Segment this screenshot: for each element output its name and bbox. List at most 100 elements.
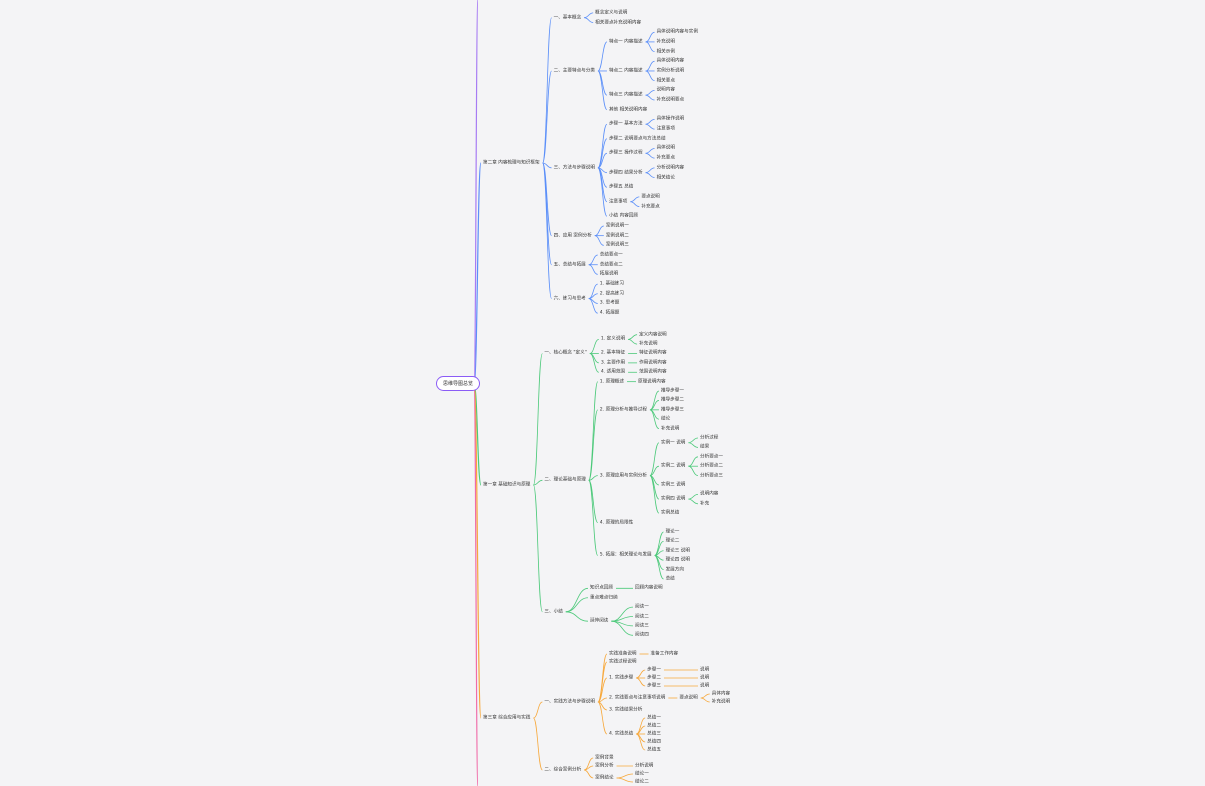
topic-node[interactable]: 一、基本概念 <box>553 14 582 20</box>
topic-node[interactable]: 3. 原理应用与实例分析 <box>599 472 647 478</box>
topic-node[interactable]: 阅读二 <box>635 613 649 619</box>
topic-node[interactable]: 说明内容 <box>656 87 675 93</box>
topic-node[interactable]: 二、主要特点与分类 <box>553 68 595 74</box>
topic-node[interactable]: 其他 相关说明内容 <box>608 106 648 112</box>
topic-node[interactable]: 知识点回顾 <box>590 585 613 591</box>
topic-node[interactable]: 1. 定义说明 <box>600 336 626 342</box>
branch-node[interactable]: 第三章 综合应用与实践 <box>483 715 531 721</box>
topic-node[interactable]: 总结要点一 <box>599 252 623 258</box>
topic-node[interactable]: 案例分析 <box>595 763 614 769</box>
topic-node[interactable]: 理论三 说明 <box>665 548 690 553</box>
topic-node[interactable]: 步骤二 说明要点与方法总结 <box>608 136 666 142</box>
topic-node[interactable]: 一、核心概念 "定义" <box>544 350 587 356</box>
topic-node[interactable]: 步骤五 总结 <box>608 184 634 190</box>
topic-node[interactable]: 步骤四 结果分析 <box>608 169 643 175</box>
topic-node[interactable]: 理论二 <box>665 538 680 544</box>
topic-node[interactable]: 三、方法与步骤说明 <box>553 165 595 171</box>
topic-node[interactable]: 具体说明内容 <box>656 58 685 64</box>
topic-node[interactable]: 补充说明要点 <box>656 97 685 103</box>
topic-node[interactable]: 实例总结 <box>660 510 680 516</box>
topic-node[interactable]: 4. 适用范围 <box>600 369 626 375</box>
topic-node[interactable]: 注意事项 <box>608 199 628 204</box>
topic-node[interactable]: 五、总结与拓展 <box>553 261 586 267</box>
topic-node[interactable]: 4. 拓展题 <box>599 310 620 316</box>
topic-node[interactable]: 准备工作内容 <box>650 651 679 657</box>
topic-node[interactable]: 补充 <box>700 501 710 507</box>
topic-node[interactable]: 2. 实践要点与注意事项说明 <box>608 695 666 701</box>
topic-node[interactable]: 结论一 <box>635 771 649 777</box>
topic-node[interactable]: 实例四 说明 <box>660 496 686 502</box>
topic-node[interactable]: 1. 基础练习 <box>599 281 624 287</box>
topic-node[interactable]: 阅读一 <box>635 604 649 610</box>
topic-node[interactable]: 1. 实践步骤 <box>608 675 634 681</box>
topic-node[interactable]: 回顾内容说明 <box>635 585 663 591</box>
topic-node[interactable]: 说明内容 <box>700 491 719 497</box>
topic-node[interactable]: 小结 内容回顾 <box>608 213 638 219</box>
topic-node[interactable]: 补充说明 <box>639 341 658 347</box>
topic-node[interactable]: 步骤一 基本方法 <box>608 121 643 127</box>
topic-node[interactable]: 说明 <box>700 683 710 689</box>
topic-node[interactable]: 要点说明 <box>641 194 660 200</box>
topic-node[interactable]: 具体操作说明 <box>656 116 685 122</box>
topic-node[interactable]: 实例一 说明 <box>660 439 686 445</box>
topic-node[interactable]: 1. 原理概述 <box>599 378 624 384</box>
topic-node[interactable]: 拓展说明 <box>599 271 619 277</box>
topic-node[interactable]: 定义内容说明 <box>639 331 667 337</box>
topic-node[interactable]: 实例三 说明 <box>660 482 686 488</box>
topic-node[interactable]: 2. 提高练习 <box>599 291 624 297</box>
topic-node[interactable]: 结论二 <box>635 779 649 785</box>
topic-node[interactable]: 特点一 内容描述 <box>608 39 643 45</box>
topic-node[interactable]: 补充说明 <box>711 699 731 705</box>
branch-node[interactable]: 第一章 基础知识与原理 <box>483 482 531 488</box>
topic-node[interactable]: 分析要点二 <box>700 463 723 469</box>
topic-node[interactable]: 四、应用 案例分析 <box>553 232 592 238</box>
topic-node[interactable]: 相关示例 <box>656 48 675 54</box>
topic-node[interactable]: 实例分析说明 <box>656 68 685 74</box>
topic-node[interactable]: 实例二 说明 <box>660 463 686 469</box>
topic-node[interactable]: 推导步骤一 <box>660 388 684 394</box>
topic-node[interactable]: 总结一 <box>647 715 661 721</box>
topic-node[interactable]: 相关要点补充说明内容 <box>595 19 642 25</box>
topic-node[interactable]: 原理说明内容 <box>637 378 666 384</box>
topic-node[interactable]: 步骤三 <box>647 683 661 689</box>
topic-node[interactable]: 4. 实践总结 <box>608 731 634 737</box>
topic-node[interactable]: 作用说明内容 <box>639 360 667 366</box>
topic-node[interactable]: 具体说明内容与实例 <box>656 29 698 35</box>
topic-node[interactable]: 总结 <box>665 576 675 582</box>
topic-node[interactable]: 步骤三 操作过程 <box>608 150 643 156</box>
topic-node[interactable]: 案例说明二 <box>605 232 629 238</box>
topic-node[interactable]: 实践过程说明 <box>608 659 637 665</box>
topic-node[interactable]: 案例说明一 <box>605 223 629 229</box>
topic-node[interactable]: 4. 原理的局限性 <box>599 519 634 525</box>
topic-node[interactable]: 具体内容 <box>711 691 731 697</box>
topic-node[interactable]: 案例背景 <box>595 755 614 761</box>
topic-node[interactable]: 补充说明 <box>656 39 675 45</box>
topic-node[interactable]: 总结二 <box>647 723 661 729</box>
topic-node[interactable]: 六、练习与思考 <box>553 295 586 301</box>
topic-node[interactable]: 特征说明内容 <box>639 350 667 356</box>
topic-node[interactable]: 2. 基本特征 <box>600 350 626 356</box>
topic-node[interactable]: 特点三 内容描述 <box>608 92 643 98</box>
topic-node[interactable]: 特点二 内容描述 <box>608 68 643 74</box>
topic-node[interactable]: 实践准备说明 <box>608 651 637 657</box>
topic-node[interactable]: 补充说明 <box>660 425 680 431</box>
branch-node[interactable]: 第二章 内容梳理与知识框架 <box>483 160 540 166</box>
topic-node[interactable]: 结论 <box>660 416 671 422</box>
topic-node[interactable]: 总结要点二 <box>599 261 623 267</box>
topic-node[interactable]: 说明 <box>700 667 710 673</box>
topic-node[interactable]: 理论一 <box>665 529 680 535</box>
topic-node[interactable]: 2. 原理分析与推导过程 <box>599 407 647 413</box>
topic-node[interactable]: 阅读三 <box>635 623 649 629</box>
topic-node[interactable]: 推导步骤二 <box>660 397 684 403</box>
topic-node[interactable]: 分析说明内容 <box>656 165 685 171</box>
topic-node[interactable]: 一、实践方法与步骤说明 <box>544 699 595 705</box>
topic-node[interactable]: 分析要点三 <box>700 472 723 478</box>
topic-node[interactable]: 分析要点一 <box>700 454 723 460</box>
topic-node[interactable]: 延伸阅读 <box>590 618 609 624</box>
topic-node[interactable]: 理论四 说明 <box>665 557 690 563</box>
topic-node[interactable]: 3. 实践结果分析 <box>608 707 643 713</box>
root-node[interactable]: 思维导图总览 <box>436 376 481 391</box>
topic-node[interactable]: 补充要点 <box>641 203 660 209</box>
topic-node[interactable]: 补充要点 <box>656 155 675 161</box>
topic-node[interactable]: 范围说明内容 <box>639 369 667 375</box>
